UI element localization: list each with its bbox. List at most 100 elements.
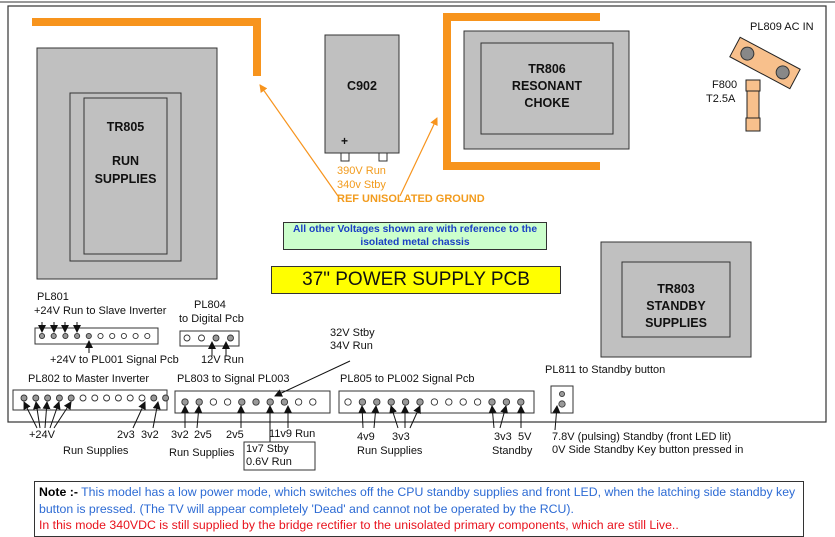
connector-pin — [109, 332, 116, 340]
connector-pin — [430, 398, 439, 406]
connector-pin — [195, 398, 203, 406]
connector-pin — [280, 398, 289, 406]
connector-pin — [126, 394, 134, 402]
connector-pin — [138, 394, 146, 402]
tr806-line2: CHOKE — [524, 96, 570, 110]
note-prefix: Note :- — [39, 485, 78, 499]
note-box: Note :- This model has a low power mode,… — [34, 481, 804, 537]
pl803-title: PL803 to Signal PL003 — [177, 373, 290, 385]
connector-pin — [85, 332, 92, 340]
connector-pin — [309, 398, 317, 406]
c902-polarity: + — [341, 134, 349, 148]
connector-pin — [252, 398, 260, 406]
connector-pin — [55, 394, 63, 402]
pl803-group-label: Run Supplies — [169, 447, 235, 459]
tr805-line1: RUN — [111, 154, 140, 168]
connector-pin — [358, 398, 367, 406]
connector-pin — [132, 332, 139, 340]
pl809-ac-connector — [729, 36, 801, 90]
connector-pin — [103, 394, 111, 402]
c902-label: C902 — [347, 79, 377, 93]
tr806-label: TR806 RESONANT CHOKE — [481, 61, 613, 112]
pl804-bottom-label: 12V Run — [201, 354, 244, 366]
ground-trace-right — [443, 13, 600, 170]
pin-arrow — [552, 405, 561, 431]
pin-arrow — [358, 405, 367, 429]
pl803-2v5a-label: 2v5 — [194, 429, 212, 441]
pl804-subtitle: to Digital Pcb — [179, 313, 244, 325]
pl802-2v3-label: 2v3 — [117, 429, 135, 441]
pin-arrow — [409, 405, 421, 429]
pl801-bottom-label: +24V to PL001 Signal Pcb — [50, 354, 179, 366]
pl801-subtitle: +24V Run to Slave Inverter — [34, 305, 167, 317]
connector-pin — [183, 334, 191, 342]
pl809-label: PL809 AC IN — [750, 21, 814, 33]
connector-pin — [144, 332, 151, 340]
pl803-34v-label: 34V Run — [330, 340, 373, 352]
tr806-choke — [463, 30, 630, 150]
connector-pin — [344, 398, 352, 406]
pl802-connector — [12, 389, 170, 411]
pin-arrow — [488, 405, 497, 429]
pl803-3v2-label: 3v2 — [171, 429, 189, 441]
connector-pin — [114, 394, 122, 402]
connector-pin — [212, 334, 220, 342]
connector-pin — [50, 332, 57, 340]
connector-pin — [488, 398, 496, 406]
tr803-id: TR803 — [657, 282, 695, 296]
ground-arrow-left — [259, 84, 339, 197]
pl803-2v5b-label: 2v5 — [226, 429, 244, 441]
pl802-title: PL802 to Master Inverter — [28, 373, 150, 385]
connector-pin — [401, 398, 410, 406]
connector-pin — [223, 398, 232, 406]
pl805-title: PL805 to PL002 Signal Pcb — [340, 373, 475, 385]
connector-pin — [91, 394, 99, 402]
connector-pin — [387, 398, 395, 406]
pin-arrow — [23, 401, 38, 429]
pl811-connector — [550, 385, 574, 414]
connector-pin — [502, 398, 511, 406]
tr805-id: TR805 — [106, 120, 145, 134]
pl803-1v7-label: 1v7 Stby — [246, 443, 289, 455]
pin-arrow — [194, 405, 203, 429]
ground-arrow-right — [399, 117, 438, 197]
pin-arrow — [389, 405, 399, 429]
connector-pin — [294, 398, 303, 406]
connector-pin — [373, 398, 381, 406]
tr806-id: TR806 — [528, 62, 566, 76]
connector-pin — [97, 332, 104, 340]
note-blue-text: This model has a low power mode, which s… — [39, 485, 796, 516]
connector-pin — [44, 394, 52, 402]
f800-rating: T2.5A — [706, 93, 736, 105]
tr805-transformer — [36, 47, 218, 280]
pin-arrow — [33, 401, 42, 429]
pl803-callout-box — [243, 441, 316, 471]
tr806-line1: RESONANT — [511, 79, 583, 93]
connector-pin — [120, 332, 127, 340]
connector-pin — [162, 394, 170, 402]
pl811-line2: 0V Side Standby Key button pressed in — [552, 444, 744, 456]
tr803-transformer — [600, 241, 752, 358]
connector-pin — [20, 394, 28, 402]
ground-trace-left — [32, 18, 261, 76]
pl803-11v9-label: 11v9 Run — [269, 428, 316, 440]
connector-pin — [227, 334, 234, 342]
pl811-title: PL811 to Standby button — [545, 364, 666, 376]
pin-arrow — [132, 401, 146, 429]
connector-pin — [517, 398, 525, 406]
c902-voltage-run: 390V Run — [337, 165, 386, 177]
tr805-line2: SUPPLIES — [94, 172, 157, 186]
ground-label: REF UNISOLATED GROUND — [337, 193, 485, 205]
pin-arrow — [49, 401, 61, 429]
pl805-3v3-stby-label: 3v3 — [494, 431, 512, 443]
pl801-connector — [34, 325, 159, 345]
board-title: 37" POWER SUPPLY PCB — [271, 266, 561, 294]
tr803-line2: SUPPLIES — [645, 316, 707, 330]
connector-pin — [266, 398, 274, 406]
connector-pin — [38, 332, 46, 340]
connector-pin — [62, 332, 69, 340]
pl802-group-label: Run Supplies — [63, 445, 129, 457]
pl805-5v-label: 5V — [518, 431, 532, 443]
pl802-3v2-label: 3v2 — [141, 429, 159, 441]
pl805-run-group-label: Run Supplies — [357, 445, 423, 457]
